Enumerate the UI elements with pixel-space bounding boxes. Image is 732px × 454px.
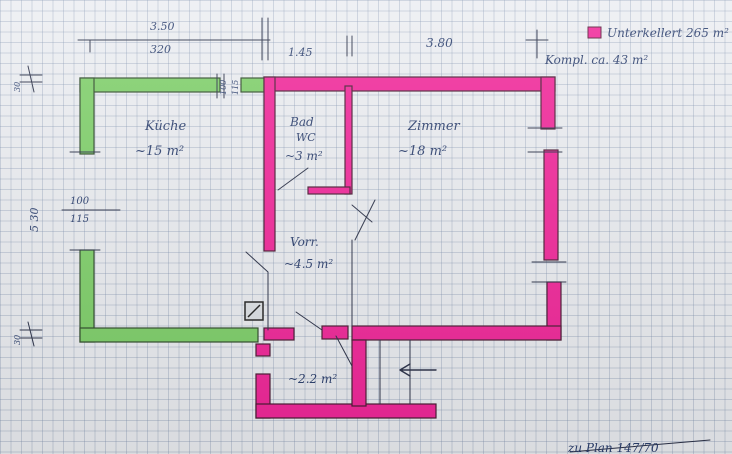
basement-wall-top xyxy=(263,76,556,92)
room-vorraum-area: ~4.5 m² xyxy=(284,257,333,271)
dim-middle: 1.45 xyxy=(288,46,313,59)
dim-opening-outer: 100 xyxy=(70,196,90,207)
pencil-lines xyxy=(19,17,711,453)
dim-right: 3.80 xyxy=(426,36,453,50)
basement-wall-right-middle xyxy=(543,149,559,261)
kitchen-wall-top xyxy=(79,77,221,93)
room-vorraum-name: Vorr. xyxy=(290,235,319,249)
room-kueche-name: Küche xyxy=(144,119,186,134)
basement-wall-right-upper xyxy=(540,76,556,130)
legend-swatch xyxy=(587,26,602,39)
room-stair-area: ~2.2 m² xyxy=(288,372,337,386)
room-kueche-area: ~15 m² xyxy=(135,144,184,159)
dim-top-inner: 320 xyxy=(150,43,171,56)
stair-pillar xyxy=(255,343,271,357)
room-bad-name: Bad xyxy=(289,115,314,129)
room-zimmer-area: ~18 m² xyxy=(398,144,447,159)
dim-left-height: 5 30 xyxy=(28,208,41,233)
kitchen-wall-left-upper xyxy=(79,77,95,155)
stair-wall-inner xyxy=(351,339,367,407)
dim-left-top: 30 xyxy=(13,82,22,92)
room-bad-area: ~3 m² xyxy=(285,149,323,163)
dim-left-bottom: 30 xyxy=(13,335,22,345)
dim-opening-inner: 115 xyxy=(70,214,89,225)
bath-partition xyxy=(344,85,353,195)
kitchen-wall-bottom xyxy=(79,327,259,343)
stove-symbol xyxy=(244,301,264,321)
room-bad-sub: WC xyxy=(296,131,316,144)
footer-note: zu Plan 147/70 xyxy=(567,441,659,454)
bath-bottom-wall xyxy=(307,186,351,195)
dim-top-outer: 3.50 xyxy=(150,20,175,33)
entry-wall-stub-right xyxy=(321,325,349,340)
entry-wall-stub-left xyxy=(263,327,295,341)
dim-wall-1: 100 xyxy=(219,80,228,95)
basement-wall-left xyxy=(263,76,276,252)
legend-title: Unterkellert 265 m² xyxy=(607,26,729,40)
room-zimmer-name: Zimmer xyxy=(407,119,461,134)
basement-wall-bottom xyxy=(351,325,562,341)
legend-subtitle: Kompl. ca. 43 m² xyxy=(544,53,648,67)
dim-wall-2: 115 xyxy=(231,80,240,95)
stair-wall-bottom xyxy=(255,403,437,419)
kitchen-wall-top-stub xyxy=(240,77,268,93)
